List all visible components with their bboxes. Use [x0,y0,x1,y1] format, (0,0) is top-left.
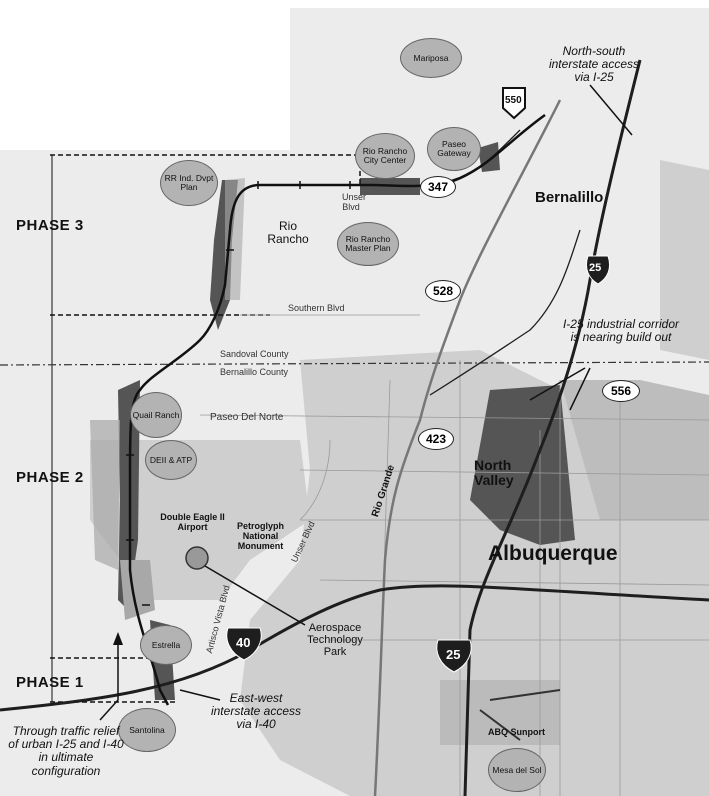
place-estrella: Estrella [140,625,192,665]
city-bernalillo: Bernalillo [535,189,604,206]
gray-parcels [90,178,560,745]
route-shield-528: 528 [425,280,461,302]
city-albuquerque: Albuquerque [488,542,618,565]
place-deii-atp: DEII & ATP [145,440,197,480]
feature-abq-sunport: ABQ Sunport [488,727,545,737]
annotation-through-traffic: Through traffic relief of urban I-25 and… [8,724,124,778]
corridor-ticks [126,181,351,606]
us-shield-550 [502,87,526,120]
place-santolina: Santolina [118,708,176,752]
i40-number: 40 [236,635,251,650]
feature-double-eagle: Double Eagle II Airport [160,512,225,532]
place-paseo-gateway: Paseo Gateway [427,127,481,171]
phase-2-label: PHASE 2 [16,469,84,486]
phase-3-label: PHASE 3 [16,217,84,234]
city-rio-rancho: Rio Rancho [267,219,309,247]
route-shield-556: 556 [602,380,640,402]
aerospace-pointer [204,565,306,626]
route-shield-347: 347 [420,176,456,198]
annotation-arrows [99,84,633,721]
road-southern-blvd: Southern Blvd [288,303,345,313]
interstate-shield-i40 [226,627,262,661]
interstate-shield-i25-south [436,639,472,673]
annotation-i25-corridor: I-25 industrial corridor is nearing buil… [562,317,680,345]
place-mesa-del-sol: Mesa del Sol [488,748,546,792]
streets [199,314,709,796]
label-bernalillo-county: Bernalillo County [220,367,289,377]
road-unser-blvd-north: Unser Blvd [342,192,367,212]
city-north-valley: North Valley [474,457,514,489]
aerospace-marker [185,546,209,570]
county-line [0,361,709,366]
label-sandoval-county: Sandoval County [220,349,289,359]
i25-north-number: 25 [589,262,602,274]
urban-area [90,160,709,796]
i25-south-number: 25 [446,647,461,662]
place-rr-city-center: Rio Rancho City Center [355,133,415,179]
route-shield-423: 423 [418,428,454,450]
place-quail-ranch: Quail Ranch [130,392,182,438]
annotation-north-south: North-south interstate access via I-25 [548,44,640,85]
place-rr-master-plan: Rio Rancho Master Plan [337,222,399,266]
feature-aerospace: Aerospace Technology Park [307,622,363,659]
proposed-corridor [128,113,546,706]
road-paseo-del-norte: Paseo Del Norte [210,412,284,423]
place-rr-ind: RR Ind. Dvpt Plan [160,160,218,206]
feature-petroglyph: Petroglyph National Monument [236,521,284,551]
us-550-number: 550 [505,95,522,106]
interstate-shield-i25-north [585,255,611,285]
phase-1-label: PHASE 1 [16,674,84,691]
annotation-east-west: East-west interstate access via I-40 [210,691,302,732]
place-mariposa: Mariposa [400,38,462,78]
airport-runways [479,689,561,741]
rio-grande-river [373,99,562,796]
